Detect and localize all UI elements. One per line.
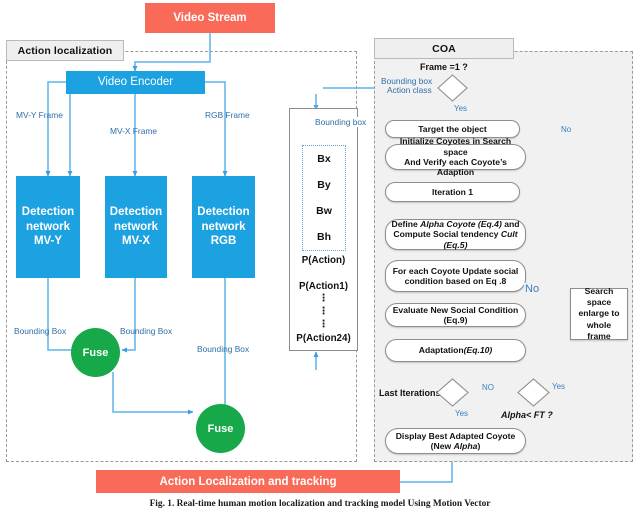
last-iterations-yes-label: Yes [454,409,470,418]
display-line2: (New Alpha) [431,441,481,451]
bounding-box-stack: Bx By Bw Bh P(Action) P(Action1) ⋮ ⋮ ⋮ P… [289,108,358,351]
display-best-coyote-box[interactable]: Display Best Adapted Coyote (New Alpha) [385,428,526,454]
define-alpha-l1-a: Define [391,218,421,229]
frame-yes-label: Yes [453,104,469,113]
rgb-frame-label: RGB Frame [205,110,250,120]
alpha-ft-label: Alpha< FT ? [501,410,553,420]
action-localization-tag-label: Action localization [17,44,113,57]
fuse-left-label: Fuse [82,346,109,359]
fuse-right-circle[interactable]: Fuse [196,404,245,453]
p-action-dots-3: ⋮ [318,319,329,330]
detection-mvy-line3: MV-Y [33,235,63,248]
banner-label: Action Localization and tracking [159,475,337,488]
initialize-line2: And Verify each Coyote’s Adaption [404,157,507,178]
fuse-left-circle[interactable]: Fuse [71,328,120,377]
bounding-box-label-1: Bounding Box [14,326,67,336]
update-social-line1: For each Coyote Update social [392,265,519,276]
display-l2-c: ) [477,441,481,451]
define-alpha-l2-b: Cult (Eq.5) [443,229,518,250]
detection-network-rgb-box[interactable]: Detection network RGB [192,176,255,278]
bounding-box-action-class-line1: Bounding box [381,76,433,86]
coa-tag: COA [374,38,514,59]
action-localization-tracking-banner[interactable]: Action Localization and tracking [96,470,400,493]
search-space-line2: enlarge to [578,308,620,319]
mv-y-frame-label: MV-Y Frame [16,110,63,120]
coa-panel [374,51,633,462]
p-action1-label: P(Action1) [299,281,348,292]
bbox-bh-label: Bh [317,231,331,243]
coa-tag-label: COA [432,42,456,55]
bounding-box-label-2: Bounding Box [120,326,173,336]
define-alpha-coyote-box[interactable]: Define Alpha Coyote (Eq.4) and Compute S… [385,219,526,250]
mv-x-frame-label: MV-X Frame [110,126,157,136]
p-action-dots-1: ⋮ [318,293,329,304]
detection-mvy-line1: Detection [21,206,75,219]
bbox-by-label: By [317,179,331,191]
bbox-bx-label: Bx [317,153,331,165]
define-alpha-l1-b: Alpha Coyote (Eq.4) [420,218,502,229]
p-action24-label: P(Action24) [296,333,351,344]
last-iterations-no-label: NO [481,383,495,392]
update-social-line2: condition based on Eq .8 [404,276,507,286]
last-iterations-diamond[interactable] [436,378,469,407]
video-encoder-box[interactable]: Video Encoder [66,71,205,94]
detection-mvx-line2: network [113,220,159,233]
video-encoder-label: Video Encoder [97,76,174,89]
update-social-condition-box[interactable]: For each Coyote Update social condition … [385,260,526,292]
adaptation-label-a: Adaptation [418,345,464,356]
frame-no-label: No [560,125,573,134]
evaluate-social-condition-box[interactable]: Evaluate New Social Condition (Eq.9) [385,303,526,327]
initialize-coyotes-box[interactable]: Initialize Coyotes in Search space And V… [385,136,526,177]
target-object-box[interactable]: Target the object [385,120,520,138]
detection-mvy-line2: network [25,220,71,233]
adaptation-box[interactable]: Adaptation (Eq.10) [385,339,526,362]
target-object-label: Target the object [418,123,487,134]
alpha-ft-yes-label: Yes [551,382,567,391]
initialize-line1: Initialize Coyotes in Search space [399,136,512,157]
detection-rgb-line2: network [201,220,246,233]
detection-rgb-line1: Detection [197,206,250,219]
display-l2-b: Alpha [453,441,478,451]
frame-decision-diamond[interactable] [437,74,468,102]
frame-decision-label: Frame =1 ? [420,62,468,72]
evaluate-label: Evaluate New Social Condition (Eq.9) [392,304,519,325]
define-alpha-line1: Define Alpha Coyote (Eq.4) and [392,219,520,229]
p-action-dots-2: ⋮ [318,306,329,317]
video-stream-box[interactable]: Video Stream [145,3,275,33]
iteration-box[interactable]: Iteration 1 [385,182,520,202]
bbox-coords-group: Bx By Bw Bh [302,145,346,251]
alpha-ft-diamond[interactable] [517,378,550,407]
detection-rgb-line3: RGB [210,235,237,248]
define-alpha-l1-c: and [501,218,520,229]
p-action-header: P(Action) [301,255,346,266]
detection-network-mvy-box[interactable]: Detection network MV-Y [16,176,80,278]
detection-network-mvx-box[interactable]: Detection network MV-X [105,176,167,278]
fuse-right-label: Fuse [207,422,234,435]
bounding-box-label-3: Bounding Box [197,344,250,354]
last-iterations-label: Last Iterations ? [379,388,449,398]
iteration-label: Iteration 1 [431,186,474,197]
define-alpha-line2: Compute Social tendency Cult (Eq.5) [390,229,521,250]
bounding-box-to-coa-label: Bounding box [314,117,368,127]
search-space-line1: Search space [584,286,614,308]
adaptation-label-b: (Eq.10) [463,345,493,356]
detection-mvx-line3: MV-X [121,235,151,248]
search-space-line3: whole frame [586,319,612,341]
figure-caption: Fig. 1. Real-time human motion localizat… [149,499,491,509]
display-l2-a: (New [430,441,454,451]
search-space-enlarge-box[interactable]: Search space enlarge to whole frame [570,286,628,341]
video-stream-label: Video Stream [173,12,247,24]
alpha-ft-no-label: No [524,283,541,295]
action-localization-tag: Action localization [6,40,124,61]
detection-mvx-line1: Detection [109,206,163,219]
bbox-bw-label: Bw [316,205,332,217]
define-alpha-l2-a: Compute Social tendency [393,229,501,240]
bounding-box-action-class-line2: Action class [387,85,432,95]
display-line1: Display Best Adapted Coyote [395,430,516,441]
